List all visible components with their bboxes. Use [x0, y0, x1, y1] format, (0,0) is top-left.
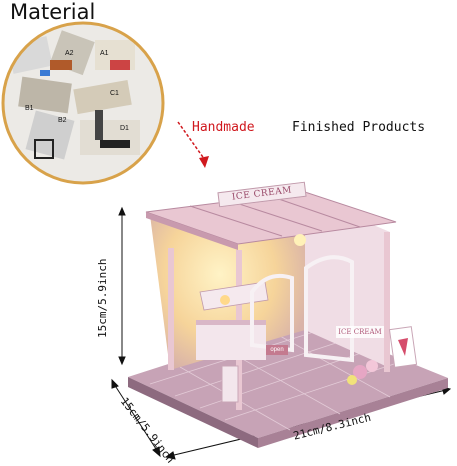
part-tag: B2	[58, 117, 67, 124]
open-sign-text: open	[270, 347, 284, 353]
height-dimension-label: 15cm/5.9inch	[96, 258, 109, 338]
open-sign: open	[266, 345, 288, 355]
materials-circle: A2 A1 B1 B2 C1 D1	[1, 21, 165, 185]
handmade-label: Handmade	[192, 120, 255, 135]
finished-products-label: Finished Products	[292, 120, 426, 135]
window-sign-text: ICE CREAM	[338, 328, 382, 336]
part-tag: A1	[100, 50, 109, 57]
part-tag: C1	[110, 90, 119, 97]
part-tag: D1	[120, 125, 129, 132]
ice-cream-shop	[128, 191, 448, 448]
arrow-icon	[177, 121, 209, 168]
window-sign: ICE CREAM	[336, 326, 384, 338]
part-tag: A2	[65, 50, 74, 57]
part-tag: B1	[25, 105, 34, 112]
material-label: Material	[10, 0, 96, 24]
